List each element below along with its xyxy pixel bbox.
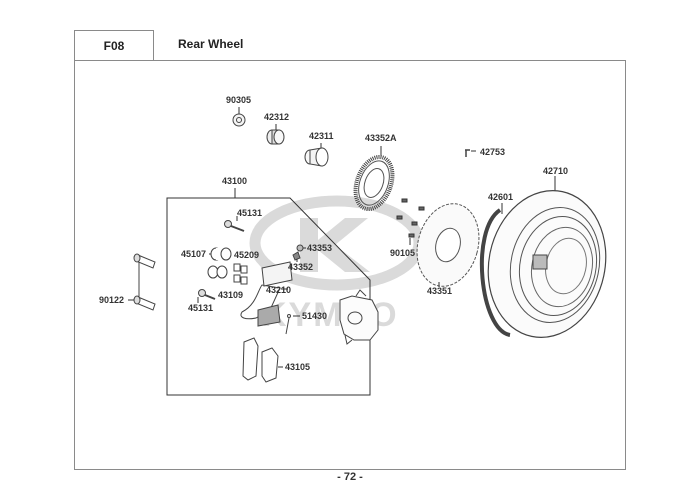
page-title: Rear Wheel — [178, 37, 244, 51]
part-45131-bolt-upper[interactable] — [224, 216, 245, 232]
label-42312: 42312 — [264, 112, 289, 122]
label-43109: 43109 — [218, 290, 243, 300]
label-45131-lower: 45131 — [188, 303, 213, 313]
label-90105: 90105 — [390, 248, 415, 258]
part-90105-disc-bolts[interactable] — [396, 198, 425, 245]
part-45209-seals[interactable] — [233, 263, 248, 285]
part-42601-rim[interactable] — [501, 203, 606, 323]
part-45107-pistons[interactable] — [207, 247, 232, 279]
label-42753: 42753 — [480, 147, 505, 157]
label-90122: 90122 — [99, 295, 124, 305]
part-43352-bleeder-screw[interactable] — [292, 251, 301, 262]
section-code: F08 — [74, 30, 154, 60]
label-43105: 43105 — [285, 362, 310, 372]
part-43353-bleeder-cap[interactable] — [296, 244, 306, 252]
label-51430: 51430 — [302, 311, 327, 321]
label-45209: 45209 — [234, 250, 259, 260]
part-43210-caliper-bracket[interactable] — [240, 261, 293, 327]
part-42311-collar[interactable] — [304, 143, 329, 167]
label-43210: 43210 — [266, 285, 291, 295]
part-42312-collar[interactable] — [266, 124, 285, 145]
part-90305-nut[interactable] — [232, 107, 246, 127]
page-number: - 72 - — [337, 471, 363, 483]
part-42753-valve[interactable] — [465, 149, 476, 157]
label-43353: 43353 — [307, 243, 332, 253]
caliper-body[interactable] — [339, 289, 379, 345]
part-45131-bolt-lower[interactable] — [197, 289, 216, 304]
label-42311: 42311 — [309, 131, 334, 141]
label-45131-upper: 45131 — [237, 208, 262, 218]
label-42601: 42601 — [488, 192, 513, 202]
label-43100: 43100 — [222, 176, 247, 186]
diagram-frame — [74, 60, 626, 470]
label-42710: 42710 — [543, 166, 568, 176]
part-43351-brake-disc[interactable] — [408, 197, 488, 294]
part-43352A-tone-ring[interactable] — [349, 146, 399, 214]
part-90122-bolts[interactable] — [128, 253, 156, 311]
label-45107: 45107 — [181, 249, 206, 259]
label-43352A: 43352A — [365, 133, 397, 143]
label-43351: 43351 — [427, 286, 452, 296]
part-43105-brake-pads[interactable] — [242, 337, 283, 383]
part-51430-pin[interactable] — [285, 314, 300, 335]
label-43352: 43352 — [288, 262, 313, 272]
label-90305: 90305 — [226, 95, 251, 105]
